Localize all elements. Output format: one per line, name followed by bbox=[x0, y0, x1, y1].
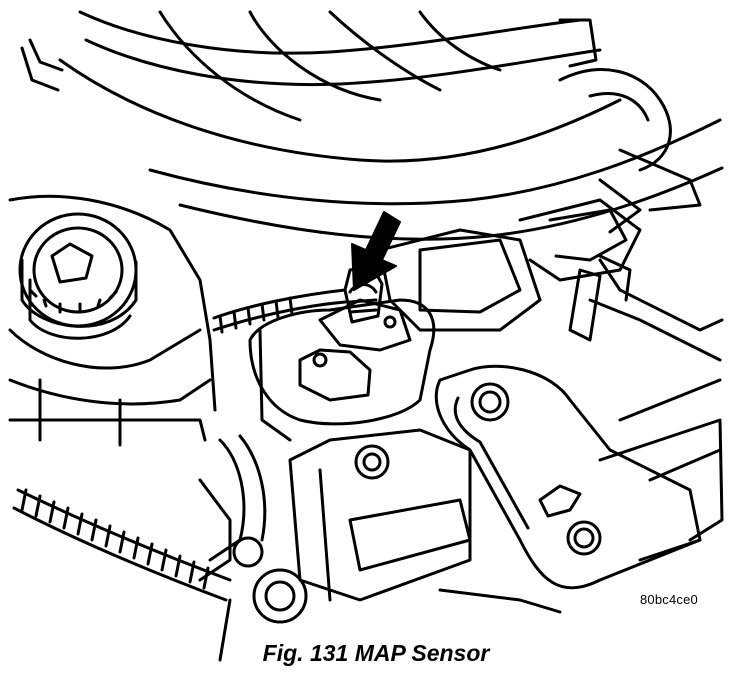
lower-bolt bbox=[288, 428, 472, 602]
arrow-down-left-icon bbox=[351, 211, 401, 291]
lower-left-parts bbox=[198, 328, 308, 662]
right-intake-blocks bbox=[378, 198, 724, 362]
reservoir-body bbox=[8, 194, 217, 447]
wiring-loom bbox=[12, 488, 232, 602]
upper-hoses bbox=[20, 10, 622, 163]
reservoir-cap bbox=[18, 212, 138, 340]
drawing-code: 80bc4ce0 bbox=[640, 592, 698, 607]
sensor-harness bbox=[212, 288, 347, 334]
map-sensor-housing bbox=[248, 264, 436, 426]
figure-caption: Fig. 131 MAP Sensor bbox=[262, 640, 490, 666]
mounting-bracket bbox=[434, 364, 724, 590]
main-hose bbox=[148, 68, 724, 241]
lower-right-frame bbox=[438, 378, 722, 614]
